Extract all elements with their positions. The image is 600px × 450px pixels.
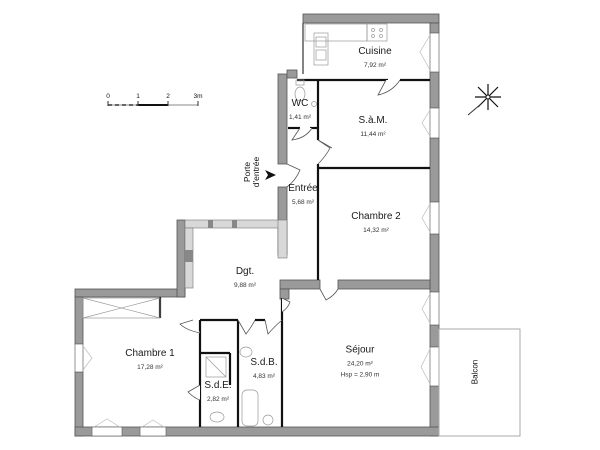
room-sejour: Séjour 24,20 m² Hsp = 2,90 m xyxy=(341,340,380,379)
scale-tick-0: 0 xyxy=(106,93,110,100)
room-chambre2: Chambre 2 14,32 m² xyxy=(351,206,400,234)
room-name: Chambre 1 xyxy=(125,348,175,359)
room-area: 2,82 m² xyxy=(206,396,230,403)
room-area: 17,28 m² xyxy=(137,364,163,371)
room-area: 11,44 m² xyxy=(360,131,386,138)
room-sde: S.d.E. 2,82 m² xyxy=(204,375,231,403)
room-name: S.à.M. xyxy=(358,115,388,126)
entrance-label: Porte d'entrée xyxy=(242,156,261,188)
scale-tick-3: 3m xyxy=(193,93,203,100)
balcony-label: Balcon xyxy=(470,359,480,385)
room-area: 24,20 m² xyxy=(347,360,373,368)
room-name: Dgt. xyxy=(235,266,255,277)
room-name: Chambre 2 xyxy=(351,211,401,222)
room-cuisine: Cuisine 7,92 m² xyxy=(358,41,391,69)
room-name: S.d.B. xyxy=(250,357,278,368)
room-area: 9,88 m² xyxy=(233,282,257,289)
room-name: WC xyxy=(291,98,309,109)
scale-bar xyxy=(107,101,199,106)
room-sdb: S.d.B. 4,83 m² xyxy=(250,352,277,380)
room-chambre1: Chambre 1 17,28 m² xyxy=(125,343,174,371)
scale-tick-1: 1 xyxy=(136,93,140,100)
room-area: 4,83 m² xyxy=(252,373,276,380)
ceiling-height: Hsp = 2,90 m xyxy=(340,371,380,379)
compass-rose-icon xyxy=(467,84,501,116)
room-area: 14,32 m² xyxy=(363,227,389,234)
room-sam: S.à.M. 11,44 m² xyxy=(359,110,388,138)
entrance-arrow-icon xyxy=(265,170,276,180)
room-name: Entrée xyxy=(288,183,318,194)
room-name: Cuisine xyxy=(358,46,392,57)
room-name: Séjour xyxy=(345,344,375,356)
room-area: 5,68 m² xyxy=(291,199,315,206)
room-entree: Entrée 5,68 m² xyxy=(288,178,317,206)
room-name: S.d.E. xyxy=(204,380,232,391)
room-dgt: Dgt. 9,88 m² xyxy=(234,261,256,289)
room-area: 1,41 m² xyxy=(288,114,312,121)
room-wc: WC 1,41 m² xyxy=(289,93,311,121)
scale-tick-2: 2 xyxy=(166,93,170,100)
room-area: 7,92 m² xyxy=(363,62,387,69)
